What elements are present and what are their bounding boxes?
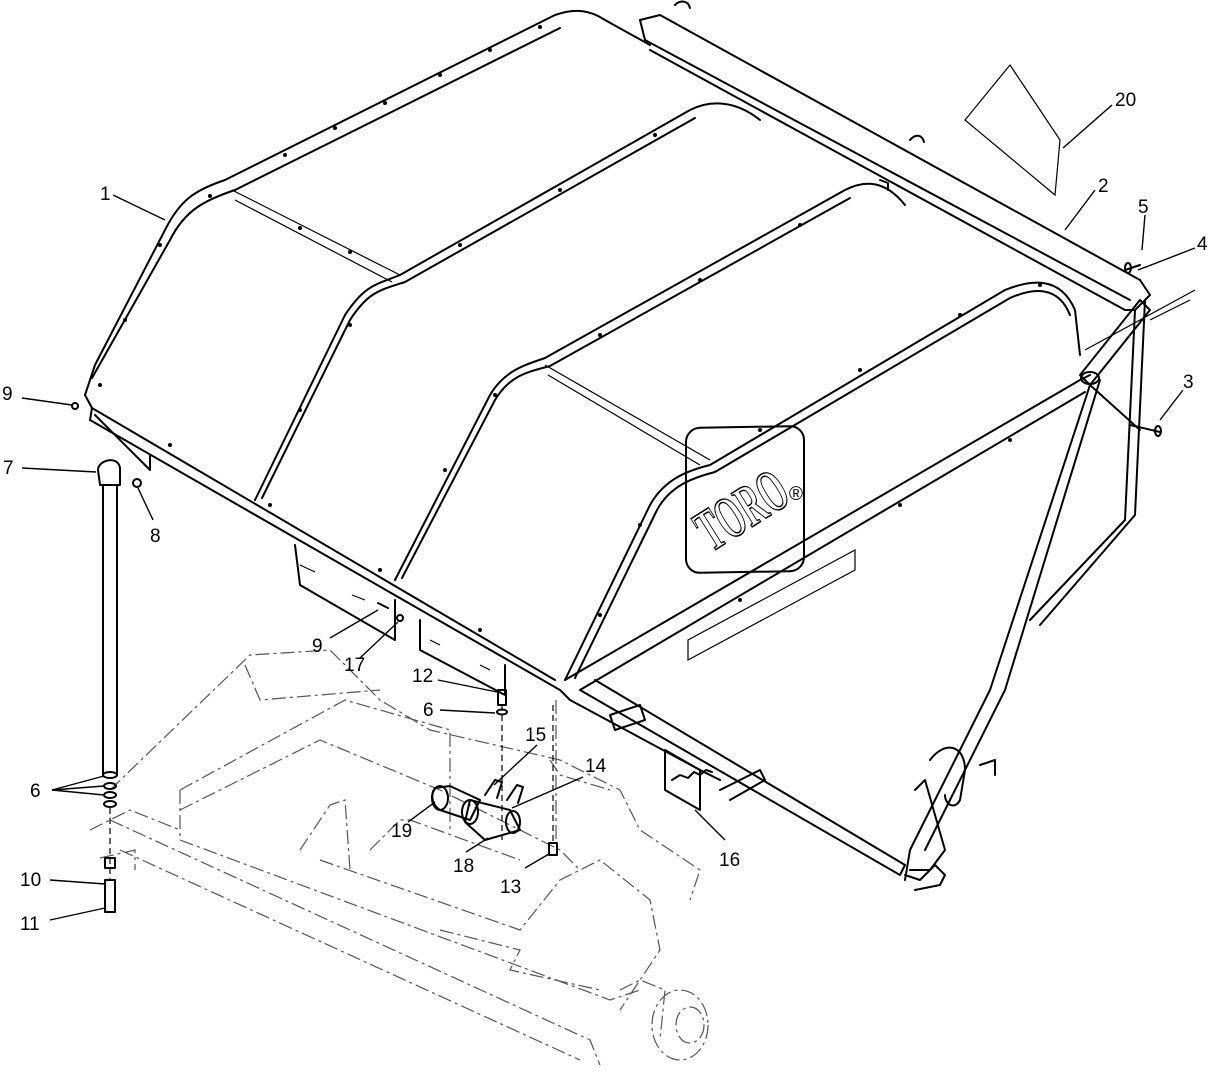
callout-18: 18 (453, 856, 474, 877)
callout-2: 2 (1098, 176, 1109, 197)
callout-10: 10 (20, 870, 41, 891)
callout-8: 8 (150, 526, 161, 547)
lift-arm (559, 299, 1151, 891)
decal-20 (964, 63, 1061, 197)
callout-9a: 9 (2, 384, 13, 405)
hopper-rivets (98, 25, 1042, 632)
callout-14: 14 (585, 756, 607, 777)
callout-11: 11 (20, 914, 40, 935)
hopper-body: TORO ® (84, 9, 1091, 691)
toro-logo-text: TORO (684, 457, 801, 564)
callout-13: 13 (500, 877, 521, 898)
pivot-frame (639, 0, 1196, 351)
ghost-vehicle-frame (89, 649, 709, 1066)
callout-5: 5 (1138, 197, 1149, 218)
callout-1: 1 (100, 184, 111, 205)
callout-leaders (21, 104, 1196, 921)
callout-16: 16 (719, 850, 740, 871)
callouts: 1 2 3 4 5 6 6 7 8 9 9 10 11 12 13 14 15 … (2, 90, 1208, 935)
callout-7: 7 (3, 458, 14, 479)
hopper-lower-rail (94, 414, 506, 696)
callout-6b: 6 (423, 700, 434, 721)
callout-17: 17 (344, 655, 365, 676)
callout-3: 3 (1183, 372, 1194, 393)
hardware-parts (71, 262, 1162, 856)
callout-15: 15 (525, 725, 546, 746)
callout-20: 20 (1115, 90, 1136, 111)
support-rod (97, 459, 142, 913)
callout-6a: 6 (30, 781, 41, 802)
callout-12: 12 (412, 666, 433, 687)
callout-19: 19 (391, 821, 412, 842)
callout-4: 4 (1197, 234, 1208, 255)
callout-9b: 9 (312, 636, 323, 657)
toro-logo-mark: ® (789, 484, 803, 505)
